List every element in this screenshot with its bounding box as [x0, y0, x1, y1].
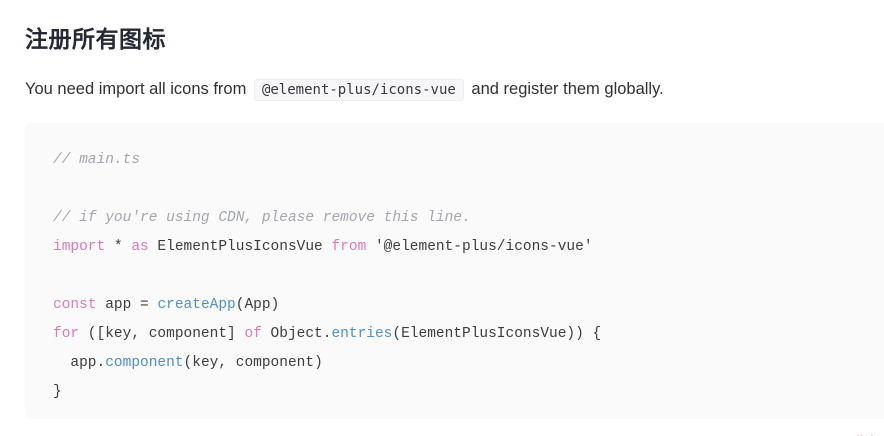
doc-page: 注册所有图标 You need import all icons from @e…: [0, 20, 884, 436]
intro-text-before: You need import all icons from: [25, 80, 247, 98]
intro-text-after: and register them globally.: [471, 80, 664, 98]
code-block: // main.ts // if you're using CDN, pleas…: [25, 123, 884, 419]
page-title: 注册所有图标: [25, 26, 166, 52]
csdn-watermark: CSDN @修白: [808, 432, 878, 436]
intro-paragraph: You need import all icons from @element-…: [25, 79, 884, 101]
inline-code-package-name: @element-plus/icons-vue: [253, 79, 464, 101]
code-content: // main.ts // if you're using CDN, pleas…: [53, 152, 602, 400]
